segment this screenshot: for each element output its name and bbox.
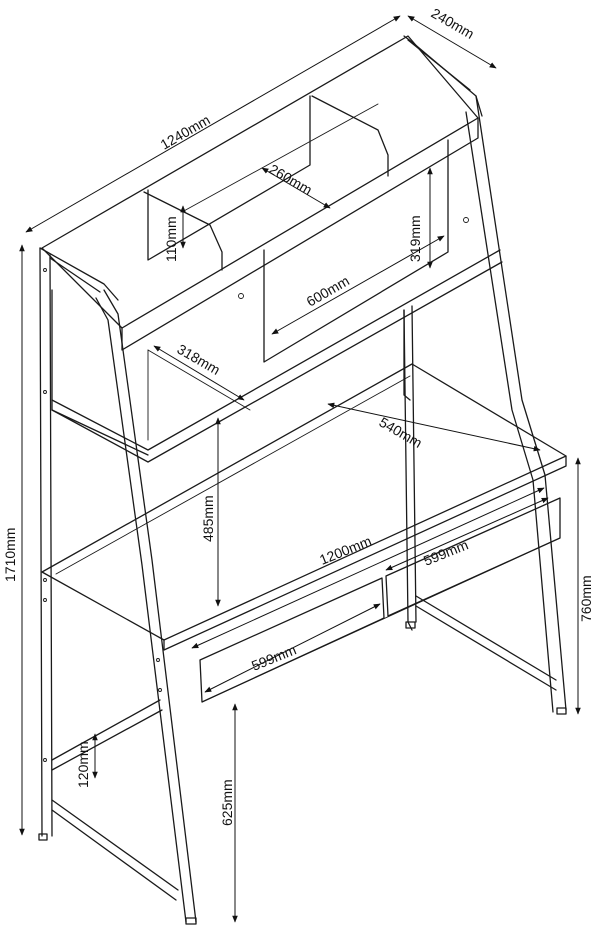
left-top-rail-inner xyxy=(49,257,101,293)
hutch-shelf-line xyxy=(181,103,379,213)
label-total-height: 1710mm xyxy=(2,528,18,582)
label-hutch-top-shelf: 110mm xyxy=(163,216,179,262)
left-post-holes xyxy=(43,268,162,762)
left-top-rail xyxy=(39,247,119,301)
label-hutch-opening: 600mm xyxy=(304,272,352,309)
left-bottom-rail-inner xyxy=(51,799,179,891)
hutch-lower-board-edge xyxy=(51,261,503,463)
dim-hutch-lower-depth-line xyxy=(153,345,245,401)
foot-left-back xyxy=(38,833,48,841)
hutch-lower-board xyxy=(51,249,501,451)
label-drawer-right: 599mm xyxy=(421,536,470,568)
dim-depth-line xyxy=(407,15,497,69)
label-total-width: 1240mm xyxy=(158,112,213,153)
dim-total-width-line xyxy=(25,15,401,233)
right-bottom-rail xyxy=(415,595,557,681)
hutch-hole-left xyxy=(238,293,244,299)
desk-top-edge xyxy=(163,455,567,651)
label-depth: 240mm xyxy=(429,5,477,42)
right-back-post xyxy=(403,309,411,401)
left-back-post-inner xyxy=(49,254,53,837)
label-desk-height: 760mm xyxy=(578,575,594,622)
dim-desk-depth-line xyxy=(327,402,541,452)
dim-drawer-right-line xyxy=(385,497,549,571)
label-hutch-to-desk: 485mm xyxy=(200,495,216,542)
label-desk-width: 1200mm xyxy=(317,533,373,568)
right-bottom-rail-inner xyxy=(415,605,557,691)
desk-outline xyxy=(38,35,567,925)
label-drawer-to-floor: 625mm xyxy=(219,779,235,826)
back-middle-leg xyxy=(403,309,413,631)
dim-hutch-opening-line xyxy=(271,235,445,335)
left-lower-shelf-edge xyxy=(51,709,163,771)
right-frame-leg-inner xyxy=(465,111,554,713)
dim-drawer-left-line xyxy=(204,603,381,693)
drawer-right xyxy=(385,497,561,617)
hutch-divider-right xyxy=(311,95,389,177)
label-bottom-shelf: 120mm xyxy=(75,741,91,788)
drawer-left xyxy=(199,577,385,703)
dimension-labels: 1240mm 240mm 1710mm 260mm 110mm 319mm 60… xyxy=(2,5,594,826)
dim-desk-width-line xyxy=(191,487,545,649)
foot-left-front xyxy=(185,917,197,925)
dimension-lines xyxy=(19,15,581,923)
left-bottom-rail xyxy=(51,809,177,901)
left-front-leg-inner xyxy=(95,297,187,923)
hutch-hole-right xyxy=(463,217,469,223)
left-lower-shelf xyxy=(51,699,161,761)
dim-hutch-divider-line xyxy=(261,167,331,209)
left-back-post xyxy=(39,247,43,837)
back-middle-leg-inner xyxy=(411,305,417,623)
hutch-top-board xyxy=(41,35,479,329)
left-front-leg-outer xyxy=(103,289,197,923)
right-frame-leg xyxy=(475,95,567,711)
foot-right xyxy=(556,707,567,715)
label-hutch-back: 319mm xyxy=(407,215,423,262)
